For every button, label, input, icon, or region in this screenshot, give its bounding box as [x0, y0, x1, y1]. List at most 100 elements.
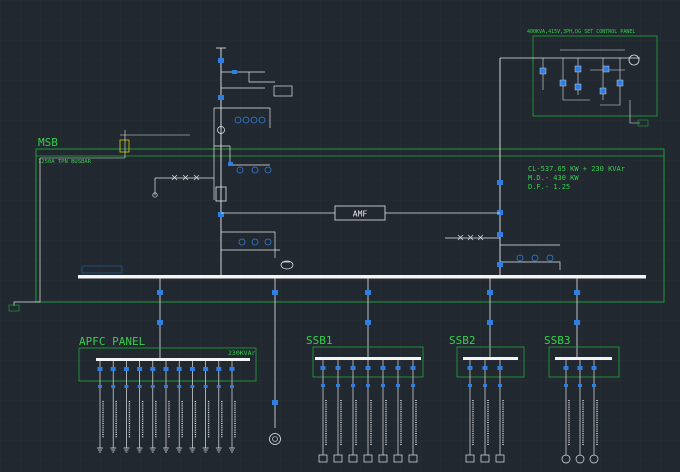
relay-symbol — [264, 238, 272, 246]
ssb1-circuit-device — [336, 384, 340, 387]
load-line-1: CL-537.65 KW + 230 KVAr — [528, 165, 625, 173]
main-busbar — [78, 265, 646, 279]
relay-group-1 — [234, 116, 266, 124]
breaker-mark — [365, 290, 371, 295]
earth-conductor — [13, 158, 41, 306]
lamp-cross — [467, 234, 474, 241]
dg-device — [616, 79, 624, 87]
motor-symbol — [269, 433, 281, 445]
incomer-devices — [218, 58, 237, 217]
apfc-capacitor-end — [149, 447, 156, 453]
dg-device — [559, 79, 567, 87]
ssb3-circuit-device — [564, 384, 568, 387]
acb-symbol — [215, 186, 227, 202]
feeder-breakers — [157, 290, 580, 405]
ssb3-circuit-device — [578, 384, 582, 387]
lamp-cross — [193, 174, 200, 181]
msb-label: MSB — [38, 136, 58, 149]
dg-panel-title: 400KVA,415V,3PH,DG SET CONTROL PANEL — [527, 29, 635, 35]
apfc-circuit-device — [190, 385, 195, 388]
metering-branch — [221, 71, 275, 89]
dg-earth-tag — [637, 119, 649, 127]
device-mark — [497, 262, 503, 267]
ssb2-panel-outline — [456, 346, 525, 378]
apfc-circuit-device — [111, 385, 116, 388]
apfc-capacitor-end — [176, 447, 183, 453]
device-mark — [228, 162, 233, 166]
dg-device — [574, 65, 582, 73]
apfc-circuit-device — [150, 385, 155, 388]
ssb1-circuit-breaker — [380, 366, 386, 370]
ssb3-panel: SSB3 — [544, 334, 620, 464]
lamp-cross — [477, 234, 484, 241]
dg-earth-lead — [629, 100, 640, 124]
relay-symbol — [250, 116, 258, 124]
ssb3-circuit-device — [592, 384, 596, 387]
apfc-circuit-breaker — [137, 367, 143, 371]
device-mark — [218, 58, 224, 63]
busbar-label: 1250A TPN BUSBAR — [38, 159, 92, 165]
apfc-circuit-breaker — [97, 367, 103, 371]
device-mark — [232, 70, 237, 74]
dg-panel-outline — [532, 35, 658, 117]
apfc-rating-label: 230KVAr — [228, 349, 255, 357]
apfc-circuit-breaker — [203, 367, 209, 371]
apfc-capacitor-end — [189, 447, 196, 453]
ssb2-panel: SSB2 — [449, 334, 525, 463]
amf-label: AMF — [353, 210, 368, 219]
ssb1-circuit-device — [366, 384, 370, 387]
relay-symbol — [251, 238, 259, 246]
motor-symbol-inner — [272, 436, 278, 442]
ssb3-load-motor — [575, 454, 585, 464]
apfc-circuit-breaker — [150, 367, 156, 371]
dg-control-panel: 400KVA,415V,3PH,DG SET CONTROL PANEL — [500, 29, 658, 127]
ssb2-circuit-breaker — [497, 366, 503, 370]
msb-panel: MSB 1250A TPN BUSBAR CL-537.65 KW + 230 … — [35, 136, 665, 303]
relay-symbol — [531, 254, 539, 262]
device-mark — [218, 212, 224, 217]
amf-interlock: AMF — [221, 205, 500, 221]
ssb1-circuit-device — [351, 384, 355, 387]
ref-tag — [119, 139, 130, 153]
dg-incomer — [445, 58, 561, 278]
ssb2-circuit-device — [468, 384, 472, 387]
dg-device — [539, 67, 547, 75]
ssb2-circuit-device — [483, 384, 487, 387]
earth-return — [8, 158, 41, 312]
dg-device — [574, 83, 582, 91]
dg-device-group — [539, 65, 624, 95]
ssb1-load-box — [393, 454, 403, 463]
relay-symbol — [516, 254, 524, 262]
ssb2-circuit-device — [498, 384, 502, 387]
ssb2-load-box — [480, 454, 490, 463]
ssb1-load-box — [333, 454, 343, 463]
apfc-circuit-device — [177, 385, 182, 388]
apfc-outgoing-circuits — [97, 361, 236, 453]
ssb1-circuit-breaker — [350, 366, 356, 370]
ssb3-circuit-breaker — [577, 366, 583, 370]
apfc-capacitor-end — [229, 447, 235, 453]
busbar — [78, 275, 646, 279]
relay-group-3 — [238, 238, 272, 246]
apfc-circuit-device — [230, 385, 234, 388]
ssb3-circuit-breaker — [563, 366, 569, 370]
breaker-mark — [487, 290, 493, 295]
ssb1-circuit-breaker — [335, 366, 341, 370]
apfc-circuit-breaker — [163, 367, 169, 371]
apfc-circuit-breaker — [189, 367, 195, 371]
apfc-circuit-device — [98, 385, 102, 388]
device-mark — [497, 210, 503, 215]
indication-lamps — [171, 174, 200, 181]
ssb3-label: SSB3 — [544, 334, 571, 347]
utility-incomer — [40, 47, 294, 278]
cable-end-symbol — [280, 260, 294, 270]
dg-device — [602, 65, 610, 73]
apfc-circuit-breaker — [110, 367, 116, 371]
ssb1-load-box — [348, 454, 358, 463]
ssb2-label: SSB2 — [449, 334, 476, 347]
lamp-cross — [182, 174, 189, 181]
device-mark — [497, 232, 503, 237]
earth-tag — [8, 304, 20, 312]
apfc-capacitor-end — [136, 447, 143, 453]
breaker-mark — [574, 320, 580, 325]
